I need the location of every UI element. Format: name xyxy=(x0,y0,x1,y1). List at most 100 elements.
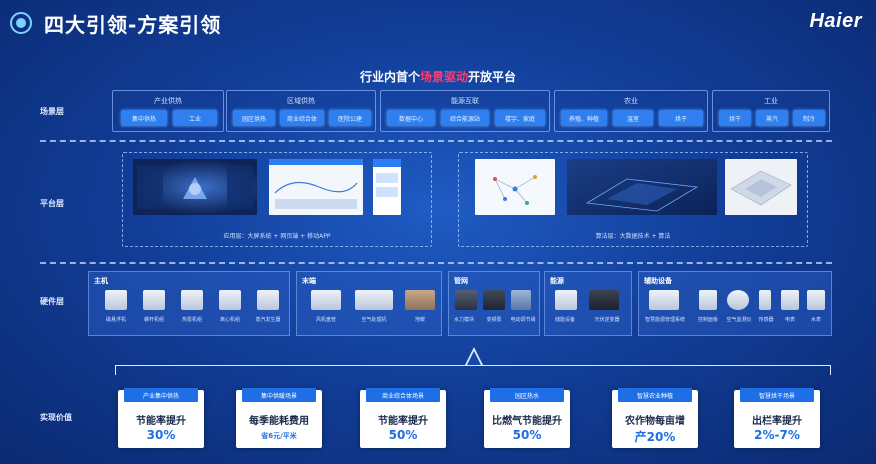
device-panel-terminal: 末端 风机盘管 空气处理机 地暖 xyxy=(296,271,442,336)
value-card-head: 产业集中供热 xyxy=(124,388,198,402)
variable-pump-icon xyxy=(483,290,505,310)
heat-pump-icon xyxy=(181,290,203,310)
screw-chiller-icon xyxy=(143,290,165,310)
pv-inverter-icon xyxy=(589,290,619,310)
platform-title-before: 行业内首个 xyxy=(359,70,420,84)
scenario-group-title: 能源互联 xyxy=(451,97,479,105)
mobile-app-screenshot xyxy=(373,159,401,215)
value-card-value: 产20% xyxy=(634,430,676,444)
row-label-value: 实现价值 xyxy=(40,413,72,422)
steam-generator-icon xyxy=(257,290,279,310)
scenario-button[interactable]: 制冷 xyxy=(793,110,825,126)
device-label: 风机盘管 xyxy=(315,317,336,323)
device-label: 光伏逆变器 xyxy=(594,317,620,323)
scenario-group-title: 产业供热 xyxy=(154,97,182,105)
energy-management-icon xyxy=(649,290,679,310)
page-title: 四大引领-方案引领 xyxy=(44,13,222,37)
divider-1 xyxy=(40,140,832,142)
value-card-value: 省6元/平米 xyxy=(261,432,297,440)
value-bracket-right xyxy=(830,365,831,375)
device-label: 地暖 xyxy=(414,317,425,323)
device-panel-title: 能源 xyxy=(550,277,564,285)
webpage-screenshot-art xyxy=(269,159,363,209)
haier-logo: Haier xyxy=(809,10,862,32)
scenario-button[interactable]: 数据中心 xyxy=(387,110,435,126)
dashboard-screenshot-art xyxy=(137,165,253,209)
device-panel-auxiliary: 辅助设备 智慧能源管理系统 控制面板 空气监测仪 传感器 电表 水表 xyxy=(638,271,832,336)
value-card-desc: 出栏率提升 xyxy=(752,416,802,427)
electric-meter-icon xyxy=(781,290,799,310)
energy-storage-icon xyxy=(555,290,577,310)
device-label: 水力模块 xyxy=(453,317,474,323)
platform-title: 行业内首个场景驱动开放平台 xyxy=(0,68,876,85)
sensor-icon xyxy=(759,290,771,310)
scenario-group-title: 区域供热 xyxy=(287,97,315,105)
scenario-button[interactable]: 温室 xyxy=(613,110,653,126)
device-label: 传感器 xyxy=(758,317,774,323)
device-label: 蒸汽发生器 xyxy=(255,317,281,323)
device-label: 离心机组 xyxy=(219,317,240,323)
scenario-button[interactable]: 蒸汽 xyxy=(756,110,788,126)
scenario-group-1: 产业供热 集中供热 工业 xyxy=(112,90,224,132)
device-label: 磁悬浮机 xyxy=(105,317,126,323)
scenario-button[interactable]: 园区供热 xyxy=(233,110,275,126)
scenario-button[interactable]: 养殖、种植 xyxy=(561,110,607,126)
value-bracket-left xyxy=(115,365,116,375)
value-card-6: 智慧烘干场景 出栏率提升 2%-7% xyxy=(734,388,820,448)
device-label: 空气处理机 xyxy=(361,317,387,323)
scenario-button[interactable]: 集中供热 xyxy=(121,110,167,126)
device-label: 电动调节阀 xyxy=(510,317,536,323)
value-card-5: 智慧农业种植 农作物每亩增 产20% xyxy=(612,388,698,448)
value-bracket xyxy=(115,365,831,366)
platform-title-after: 开放平台 xyxy=(468,70,517,84)
hydraulic-module-icon xyxy=(455,290,477,310)
value-card-head: 商业综合体场景 xyxy=(366,388,440,402)
device-panel-title: 末端 xyxy=(302,277,316,285)
scenario-button[interactable]: 综合能源站 xyxy=(441,110,489,126)
scenario-group-4: 农业 养殖、种植 温室 烘干 xyxy=(554,90,708,132)
scenario-button[interactable]: 医院公建 xyxy=(329,110,371,126)
network-graph-screenshot xyxy=(475,159,555,215)
value-card-desc: 农作物每亩增 xyxy=(625,416,685,427)
device-label: 控制面板 xyxy=(697,317,718,323)
row-label-devices: 硬件层 xyxy=(40,297,64,306)
control-panel-icon xyxy=(699,290,717,310)
value-card-value: 50% xyxy=(388,428,418,442)
title-target-icon xyxy=(10,12,32,34)
row-label-platform: 平台层 xyxy=(40,199,64,208)
device-panel-energy: 能源 储能设备 光伏逆变器 xyxy=(544,271,632,336)
device-panel-pipe-network: 管网 水力模块 变频泵 电动调节阀 xyxy=(448,271,540,336)
value-card-head: 园区热水 xyxy=(490,388,564,402)
scenario-button[interactable]: 商业综合体 xyxy=(280,110,324,126)
value-card-1: 产业集中供热 节能率提升 30% xyxy=(118,388,204,448)
scenario-button[interactable]: 烘干 xyxy=(719,110,751,126)
floor-heating-icon xyxy=(405,290,435,310)
fan-coil-icon xyxy=(311,290,341,310)
building-model-art xyxy=(585,178,699,212)
scenario-button[interactable]: 烘干 xyxy=(659,110,703,126)
scenario-group-2: 区域供热 园区供热 商业综合体 医院公建 xyxy=(226,90,376,132)
3d-map-art xyxy=(730,170,792,206)
webpage-screenshot xyxy=(269,159,363,215)
device-label: 变频泵 xyxy=(486,317,502,323)
value-card-2: 集中供暖场景 每季能耗费用 省6元/平米 xyxy=(236,388,322,448)
mobile-app-screenshot-art xyxy=(373,159,401,197)
scenario-group-3: 能源互联 数据中心 综合能源站 楼宇、家庭 xyxy=(380,90,550,132)
network-graph-art xyxy=(493,175,537,205)
device-panel-host: 主机 磁悬浮机 螺杆机组 热泵机组 离心机组 蒸汽发生器 xyxy=(88,271,290,336)
maglev-chiller-icon xyxy=(105,290,127,310)
device-label: 储能设备 xyxy=(554,317,575,323)
centrifugal-chiller-icon xyxy=(219,290,241,310)
scenario-button[interactable]: 楼宇、家庭 xyxy=(495,110,545,126)
value-card-3: 商业综合体场景 节能率提升 50% xyxy=(360,388,446,448)
water-meter-icon xyxy=(807,290,825,310)
scenario-group-title: 农业 xyxy=(624,97,638,105)
scenario-group-5: 工业 烘干 蒸汽 制冷 xyxy=(712,90,830,132)
scenario-button[interactable]: 工业 xyxy=(173,110,217,126)
value-card-head: 智慧烘干场景 xyxy=(740,388,814,402)
device-panel-title: 辅助设备 xyxy=(644,277,672,285)
device-label: 电表 xyxy=(784,317,795,323)
air-handler-icon xyxy=(355,290,393,310)
building-model-screenshot xyxy=(567,159,717,215)
platform-box-caption: 算法层：大数据技术 + 算法 xyxy=(595,233,671,240)
